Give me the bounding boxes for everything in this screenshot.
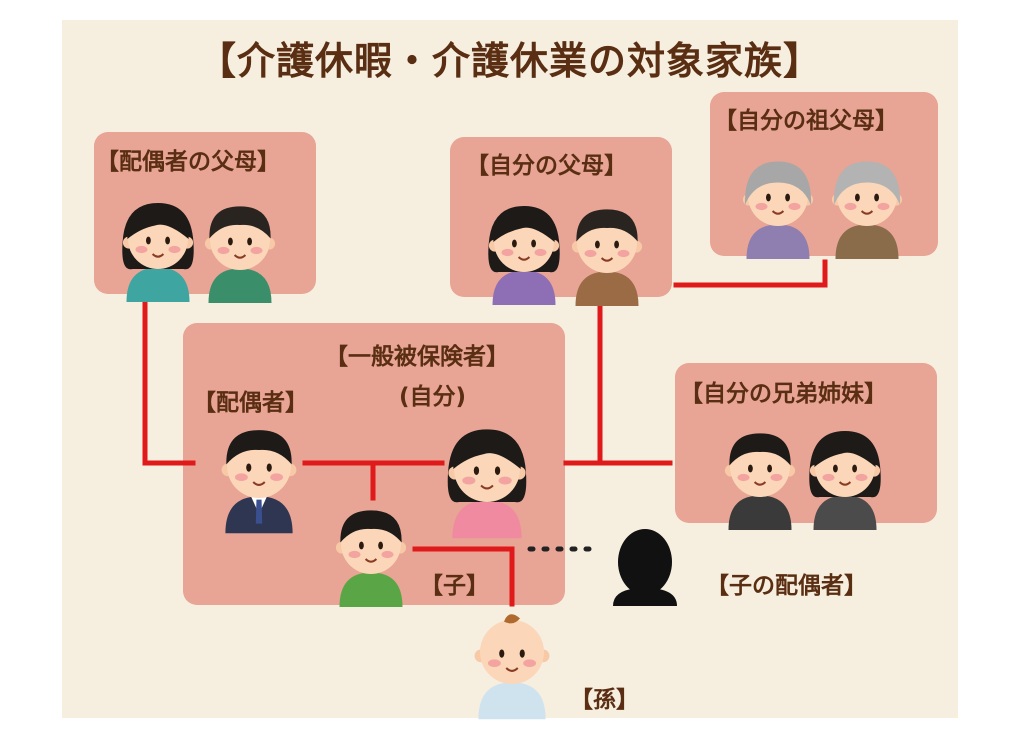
label-own-parents: 【自分の父母】: [466, 153, 627, 179]
child-figure: [335, 510, 407, 607]
self-figure: [447, 429, 527, 539]
label-spouse: 【配偶者】: [193, 390, 308, 416]
label-child-spouse: 【子の配偶者】: [706, 573, 867, 599]
label-child: 【子】: [420, 573, 489, 599]
siblings-box: [675, 363, 937, 523]
grandchild-figure: [474, 614, 550, 720]
label-grandchild: 【孫】: [570, 687, 639, 713]
spouse-mother-figure: [122, 203, 194, 302]
grandchild-connector: [412, 546, 515, 607]
sibling-sister-figure: [809, 431, 881, 530]
label-spouse-parents: 【配偶者の父母】: [96, 149, 280, 175]
label-grandparents: 【自分の祖父母】: [714, 108, 898, 134]
grandmother-figure: [742, 161, 814, 259]
label-siblings: 【自分の兄弟姉妹】: [680, 381, 887, 407]
spouse-parents-connector: [142, 293, 196, 466]
page-title: 【介護休暇・介護休業の対象家族】: [197, 39, 822, 83]
spouse-father-figure: [204, 206, 276, 303]
label-insured: 【一般被保険者】: [325, 344, 509, 370]
child-spouse-silhouette: [613, 529, 677, 606]
spouse-figure: [221, 430, 297, 534]
own-mother-figure: [488, 206, 560, 305]
own-father-figure: [571, 209, 643, 306]
grandparents-box: [710, 92, 938, 256]
grandparents-connector: [673, 259, 828, 288]
sibling-brother-figure: [724, 433, 796, 530]
label-self: (自分): [399, 384, 467, 410]
grandfather-figure: [831, 161, 903, 259]
own-parents-box: [450, 137, 672, 297]
